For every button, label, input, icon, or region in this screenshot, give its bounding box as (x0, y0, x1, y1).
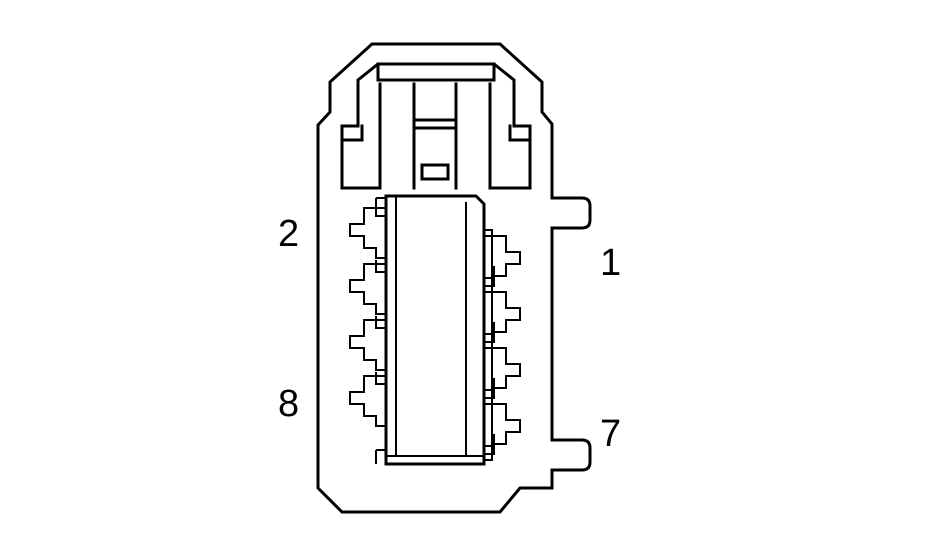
pin-label-2: 2 (278, 213, 299, 255)
right-terminal-cavity-3 (484, 347, 521, 399)
pin-label-7: 7 (600, 413, 621, 455)
terminal-carrier-step-right (484, 229, 493, 461)
terminal-carrier-outline (384, 194, 486, 466)
pin-label-8: 8 (278, 383, 299, 425)
latch-channel-left (340, 82, 382, 190)
left-terminal-cavities (349, 204, 386, 427)
right-terminal-tab-1 (484, 266, 495, 279)
left-terminal-cavity-4 (349, 375, 386, 427)
latch-tongue (412, 82, 458, 190)
right-terminal-cavity-4 (484, 403, 521, 455)
terminal-carrier-inner (386, 196, 484, 457)
right-terminal-tab-2 (484, 322, 495, 335)
connector-housing-outline (316, 42, 592, 514)
left-terminal-tab-1 (375, 204, 386, 217)
latch-shoulders (340, 124, 532, 142)
right-terminal-cavity-2 (484, 291, 521, 343)
left-terminal-cavity-3 (349, 319, 386, 371)
latch-inner-outline (376, 62, 496, 82)
right-terminal-cavity-1 (484, 235, 521, 287)
left-terminal-tab-3 (375, 316, 386, 329)
right-terminal-cavities (484, 235, 521, 455)
locking-latch-outline (340, 62, 532, 128)
left-terminal-cavity-2 (349, 263, 386, 315)
left-terminal-tab-4 (375, 372, 386, 385)
left-terminal-tab-2 (375, 260, 386, 273)
right-terminal-tab-4 (484, 434, 495, 447)
latch-window (420, 163, 450, 181)
latch-channel-right (488, 82, 532, 190)
pin-label-1: 1 (600, 242, 621, 284)
left-terminal-cavity-1 (349, 207, 386, 259)
right-terminal-tab-3 (484, 378, 495, 391)
